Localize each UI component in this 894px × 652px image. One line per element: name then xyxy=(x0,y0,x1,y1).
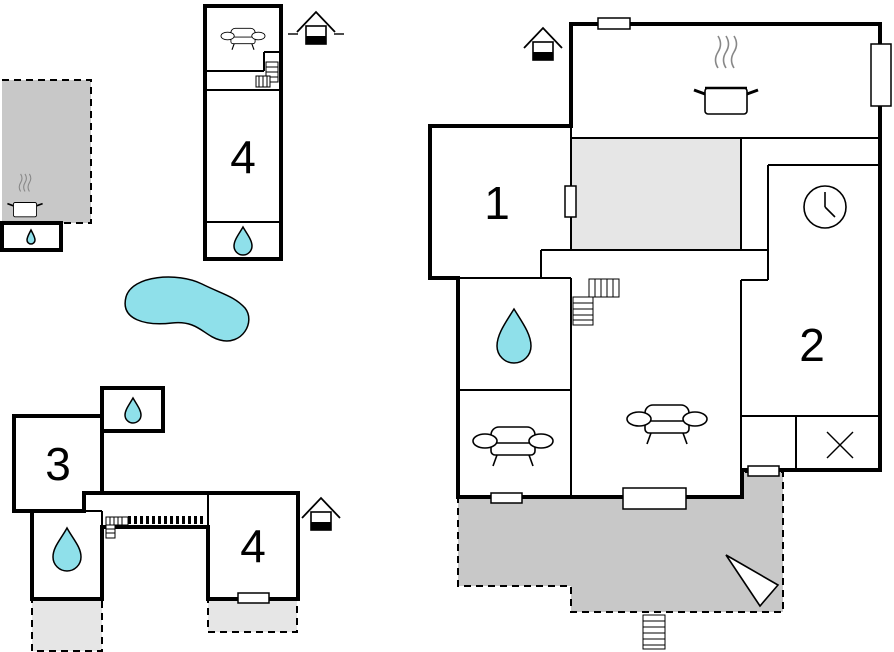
room-number-1: 1 xyxy=(484,177,510,229)
house-entrance-icon xyxy=(523,26,563,61)
water-drop-icon xyxy=(52,526,82,572)
cross-icon xyxy=(826,431,854,459)
annex-building: 4 xyxy=(203,4,344,261)
stairs-icon xyxy=(642,614,666,650)
water-drop-icon xyxy=(26,228,36,245)
sofa-icon xyxy=(220,27,266,50)
covered-area xyxy=(570,137,742,251)
stairs-icon xyxy=(255,61,279,88)
annex-outer-wall xyxy=(203,4,283,261)
outdoor-terrace xyxy=(2,79,92,224)
cooking-pot-icon xyxy=(7,173,43,218)
clock-icon xyxy=(803,185,847,229)
room-number-4: 4 xyxy=(230,131,256,183)
sofa-icon xyxy=(472,426,554,467)
main-outer-wall xyxy=(428,22,882,499)
house-entrance-icon xyxy=(301,496,341,531)
guest-window xyxy=(237,592,270,604)
pool-shape xyxy=(124,276,250,342)
main-house: 1 2 xyxy=(428,17,892,650)
water-drop-icon xyxy=(496,307,532,364)
north-arrow-icon xyxy=(725,554,780,608)
stairs-icon xyxy=(572,278,620,326)
guest-terrace-left xyxy=(31,598,103,652)
room-number-2: 2 xyxy=(799,319,825,371)
room-number-3: 3 xyxy=(45,438,71,490)
water-drop-icon xyxy=(233,225,253,256)
guest-building: 3 4 xyxy=(12,386,341,652)
water-drop-icon xyxy=(124,396,142,424)
guest-terrace-right xyxy=(207,598,298,633)
cooking-pot-icon xyxy=(693,35,759,115)
sofa-icon xyxy=(626,404,708,445)
house-entrance-icon xyxy=(288,10,344,45)
room-number-4: 4 xyxy=(240,520,266,572)
main-windows xyxy=(490,17,892,510)
outdoor-kitchen xyxy=(0,79,92,252)
